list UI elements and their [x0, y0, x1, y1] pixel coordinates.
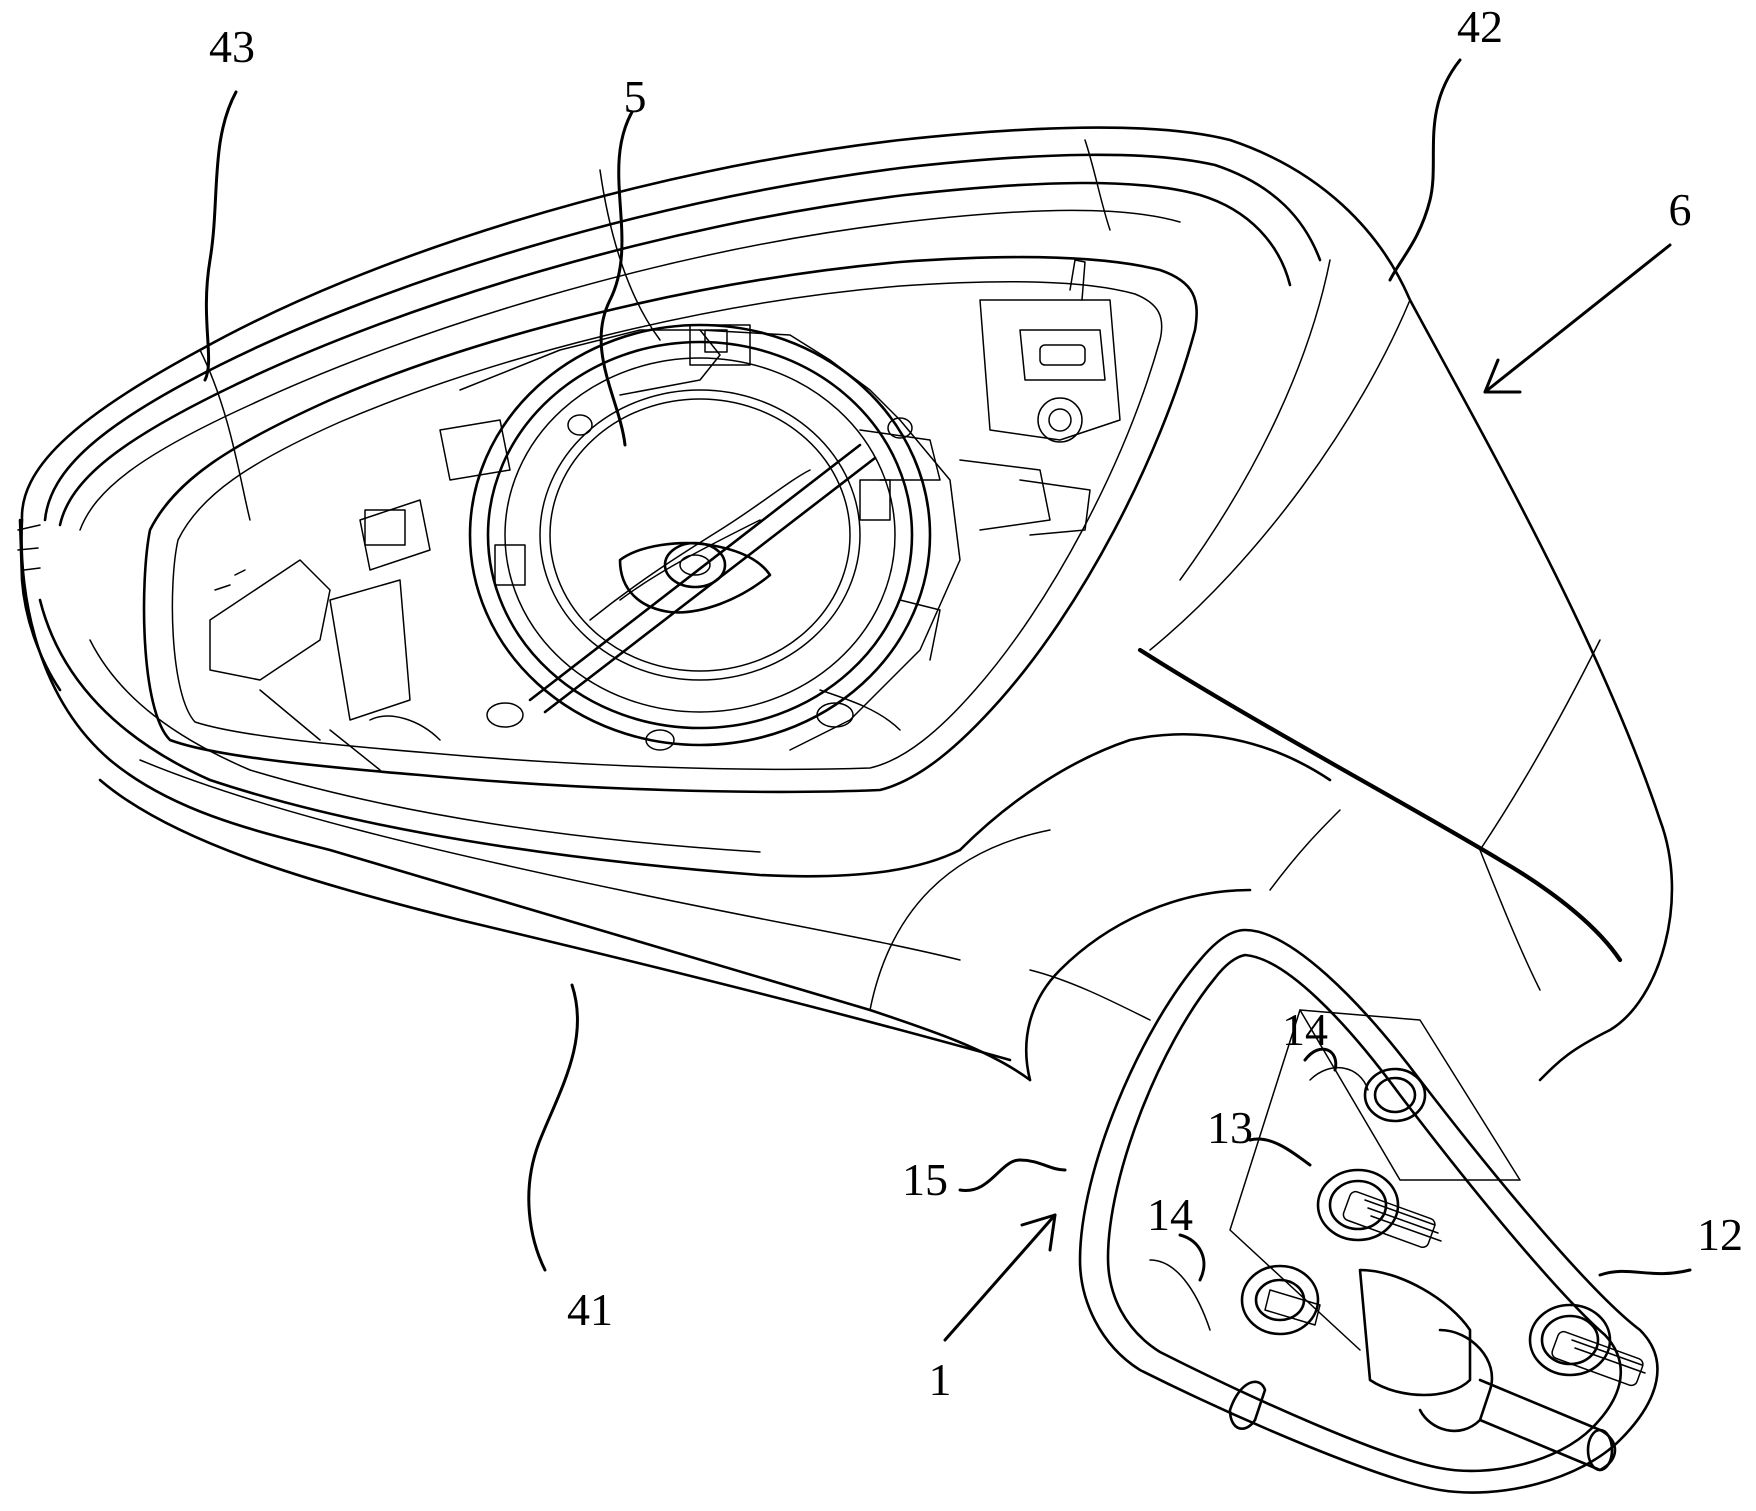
mirror-opening	[144, 257, 1197, 792]
mirror-housing	[18, 128, 1672, 1080]
actuator	[470, 325, 930, 750]
leader-13	[1250, 1139, 1310, 1165]
label-14-lower: 14	[1147, 1189, 1193, 1240]
label-14-upper: 14	[1282, 1004, 1328, 1055]
label-15: 15	[902, 1154, 948, 1205]
leader-12	[1600, 1270, 1690, 1275]
leader-43	[205, 92, 236, 380]
label-1: 1	[929, 1354, 952, 1405]
arrow-6	[1485, 245, 1670, 392]
arrow-1	[945, 1215, 1055, 1340]
label-41: 41	[567, 1284, 613, 1335]
label-13: 13	[1207, 1102, 1253, 1153]
leader-15	[960, 1160, 1065, 1190]
leader-42	[1390, 60, 1460, 280]
leader-14b	[1180, 1235, 1204, 1280]
label-5: 5	[624, 71, 647, 122]
label-43: 43	[209, 21, 255, 72]
leader-lines	[205, 60, 1690, 1340]
label-42: 42	[1457, 1, 1503, 52]
leader-41	[529, 985, 578, 1270]
label-6: 6	[1669, 184, 1692, 235]
label-12: 12	[1697, 1209, 1743, 1260]
housing-arm	[870, 650, 1620, 1080]
